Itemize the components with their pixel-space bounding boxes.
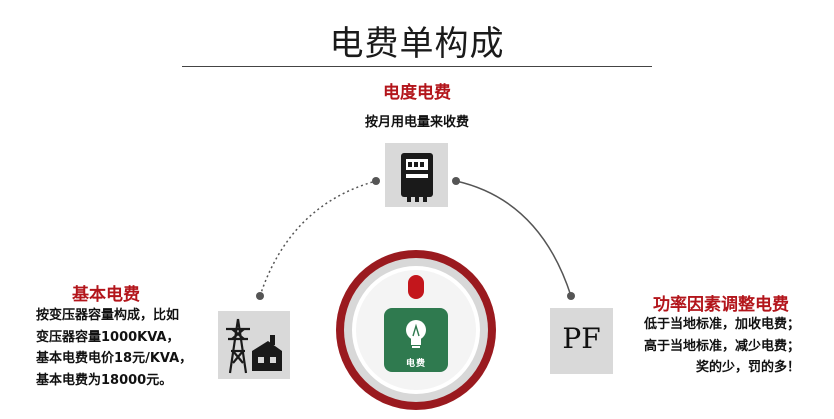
tower-tile xyxy=(218,311,290,379)
center-app-label: 电费 xyxy=(405,359,426,369)
light-bulb-icon xyxy=(406,320,426,348)
electric-meter-icon xyxy=(401,153,433,202)
power-factor-line: 奖的少，罚的多！ xyxy=(695,360,800,375)
pf-label: PF xyxy=(562,322,601,355)
right-connector-dot-top xyxy=(452,177,460,185)
power-factor-heading: 功率因素调整电费 xyxy=(653,295,789,315)
power-tower-icon xyxy=(226,318,282,374)
basic-charge-line: 基本电费电价18元/KVA， xyxy=(36,351,193,366)
basic-charge-line: 基本电费为18000元。 xyxy=(36,372,173,388)
title-divider xyxy=(182,66,652,67)
basic-charge-heading: 基本电费 xyxy=(72,285,140,305)
center-indicator xyxy=(408,275,424,299)
left-connector-dot-top xyxy=(372,177,380,185)
pf-tile: PF xyxy=(550,308,613,374)
basic-charge-description: 按变压器容量构成，比如 变压器容量1000KVA， 基本电费电价18元/KVA，… xyxy=(36,305,216,391)
power-factor-line: 低于当地标准，加收电费； xyxy=(643,317,800,332)
meter-tile xyxy=(385,143,448,207)
energy-charge-description: 按月用电量来收费 xyxy=(364,115,469,130)
right-connector-dot-bottom xyxy=(567,292,575,300)
energy-charge-heading: 电度电费 xyxy=(383,83,451,103)
left-connector-dot-bottom xyxy=(256,292,264,300)
basic-charge-line: 变压器容量1000KVA， xyxy=(36,329,180,345)
basic-charge-line: 按变压器容量构成，比如 xyxy=(36,308,180,323)
power-factor-description: 低于当地标准，加收电费； 高于当地标准，减少电费； 奖的少，罚的多！ xyxy=(600,314,800,379)
power-factor-line: 高于当地标准，减少电费； xyxy=(643,338,800,354)
page-title: 电费单构成 xyxy=(329,24,505,64)
right-connector-solid xyxy=(455,180,572,297)
center-emblem xyxy=(336,250,496,410)
